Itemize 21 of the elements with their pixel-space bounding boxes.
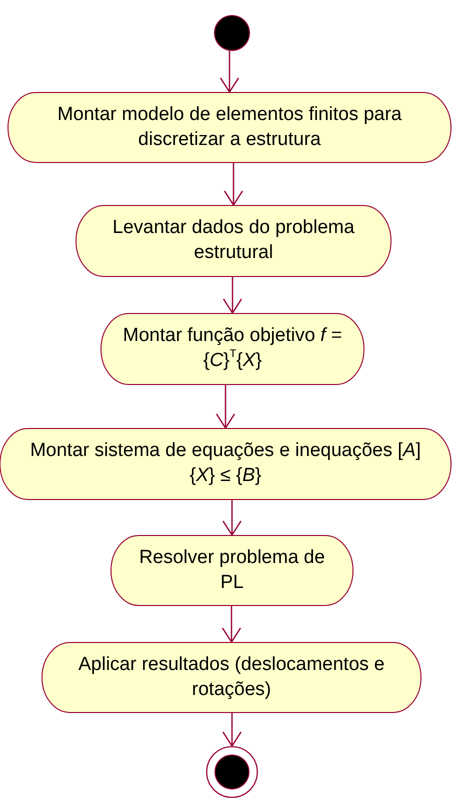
arrow	[222, 606, 242, 643]
arrow	[222, 277, 242, 314]
activity-label: Montar função objetivo f = {C}$^{T}${X}	[122, 324, 344, 373]
arrow	[222, 500, 242, 536]
end-node	[206, 746, 258, 798]
arrow	[222, 713, 242, 747]
activity-box	[42, 642, 421, 713]
activity-box	[101, 313, 364, 385]
activity-label: Montar sistema de equações e inequações [A] {X} ≤ {B}	[29, 439, 422, 488]
activity-label: Resolver problema de PL	[138, 546, 326, 594]
activity-label: Levantar dados do problema estrutural	[112, 216, 356, 265]
arrow	[224, 163, 244, 206]
activity-box	[76, 205, 391, 277]
start-node	[214, 15, 250, 51]
activity-box	[8, 92, 451, 163]
activity-box	[0, 428, 451, 500]
activity-box	[111, 535, 353, 606]
arrow	[216, 385, 236, 429]
activity-label: Aplicar resultados (deslocamentos e rotações)	[77, 652, 386, 702]
activity-label: Montar modelo de elementos finitos para discretizar a estrutura	[56, 102, 403, 152]
arrow	[220, 51, 240, 93]
